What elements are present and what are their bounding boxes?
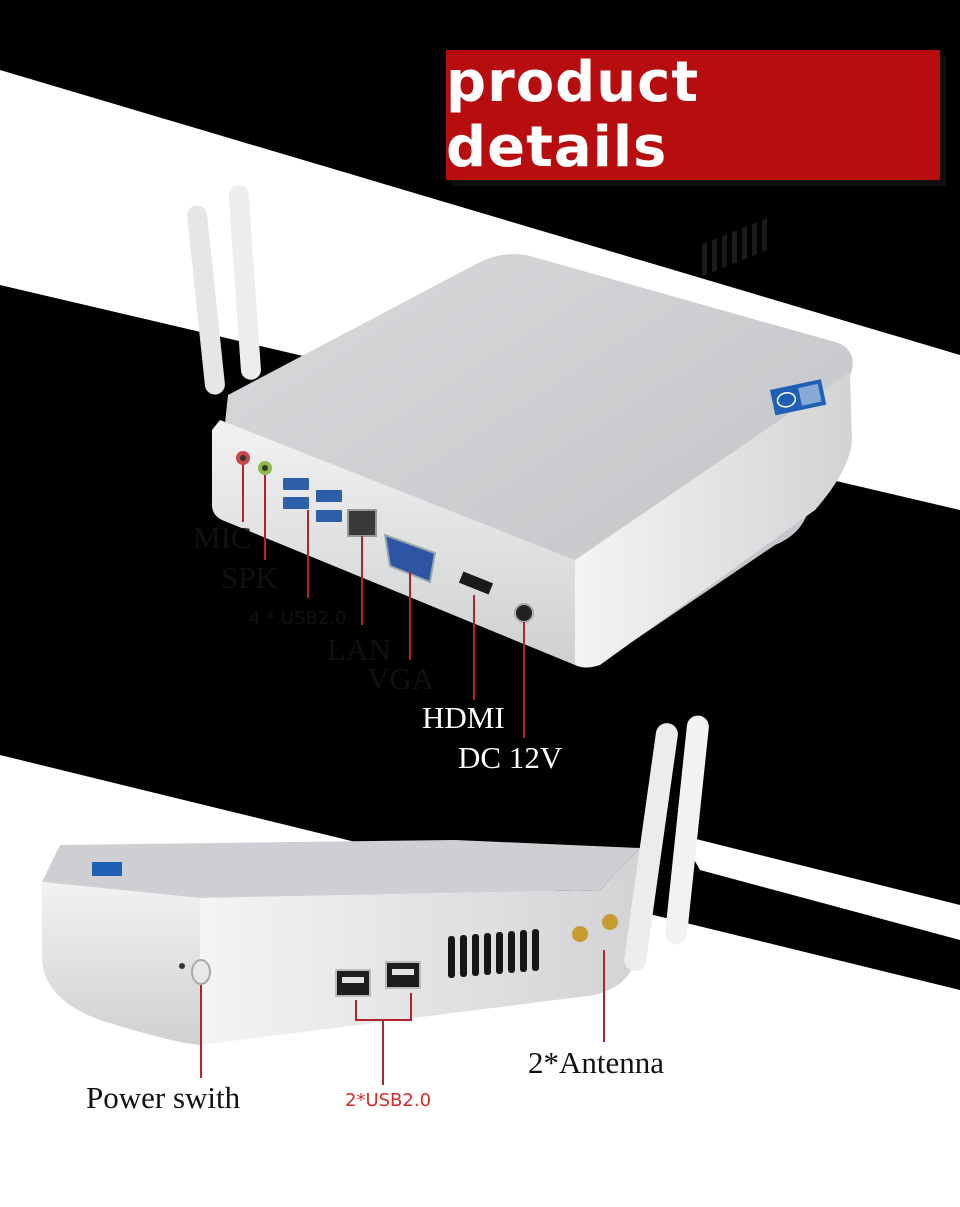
product-details-banner: product details — [446, 50, 940, 180]
banner-title: product details — [446, 50, 700, 180]
antenna-right — [228, 185, 261, 380]
device-right-panel — [575, 372, 852, 668]
bottom-device — [42, 715, 709, 1045]
bottom-intel-sticker — [92, 862, 122, 876]
callout-power-switch: Power swith — [86, 1080, 241, 1115]
top-callout-lines — [242, 465, 525, 738]
callout-lan: LAN — [327, 632, 391, 667]
side-vents — [702, 218, 767, 277]
dc-port — [514, 603, 534, 623]
bottom-usb-ports — [335, 961, 421, 997]
intel-sticker — [770, 379, 827, 416]
callout-4-usb: 4 * USB2.0 — [249, 608, 347, 629]
lan-port — [347, 509, 377, 537]
callout-vga: VGA — [367, 661, 435, 696]
bottom-device-top — [42, 840, 640, 898]
bottom-callout-lines — [200, 950, 605, 1085]
callout-mic: MIC — [193, 520, 252, 555]
antenna-left — [187, 205, 225, 395]
white-stripe-mid — [680, 835, 960, 940]
bottom-antenna-right — [665, 715, 709, 945]
bottom-vents — [448, 929, 539, 978]
bottom-device-front — [42, 882, 200, 1045]
power-led — [179, 963, 185, 969]
power-button — [191, 959, 211, 985]
bottom-antenna-left — [624, 723, 678, 971]
callout-hdmi: HDMI — [422, 700, 505, 735]
callout-2-usb: 2*USB2.0 — [345, 1090, 432, 1111]
antenna-connector-2 — [602, 914, 618, 930]
antenna-connector-1 — [572, 926, 588, 942]
callout-spk: SPK — [221, 560, 278, 595]
audio-ports — [236, 451, 272, 475]
hdmi-port — [458, 571, 494, 595]
bottom-device-side — [200, 848, 640, 1045]
callout-dc-12v: DC 12V — [458, 740, 563, 775]
callout-2-antenna: 2*Antenna — [528, 1045, 665, 1080]
vga-port — [383, 533, 437, 584]
top-device — [187, 185, 853, 668]
usb-ports — [283, 478, 342, 522]
